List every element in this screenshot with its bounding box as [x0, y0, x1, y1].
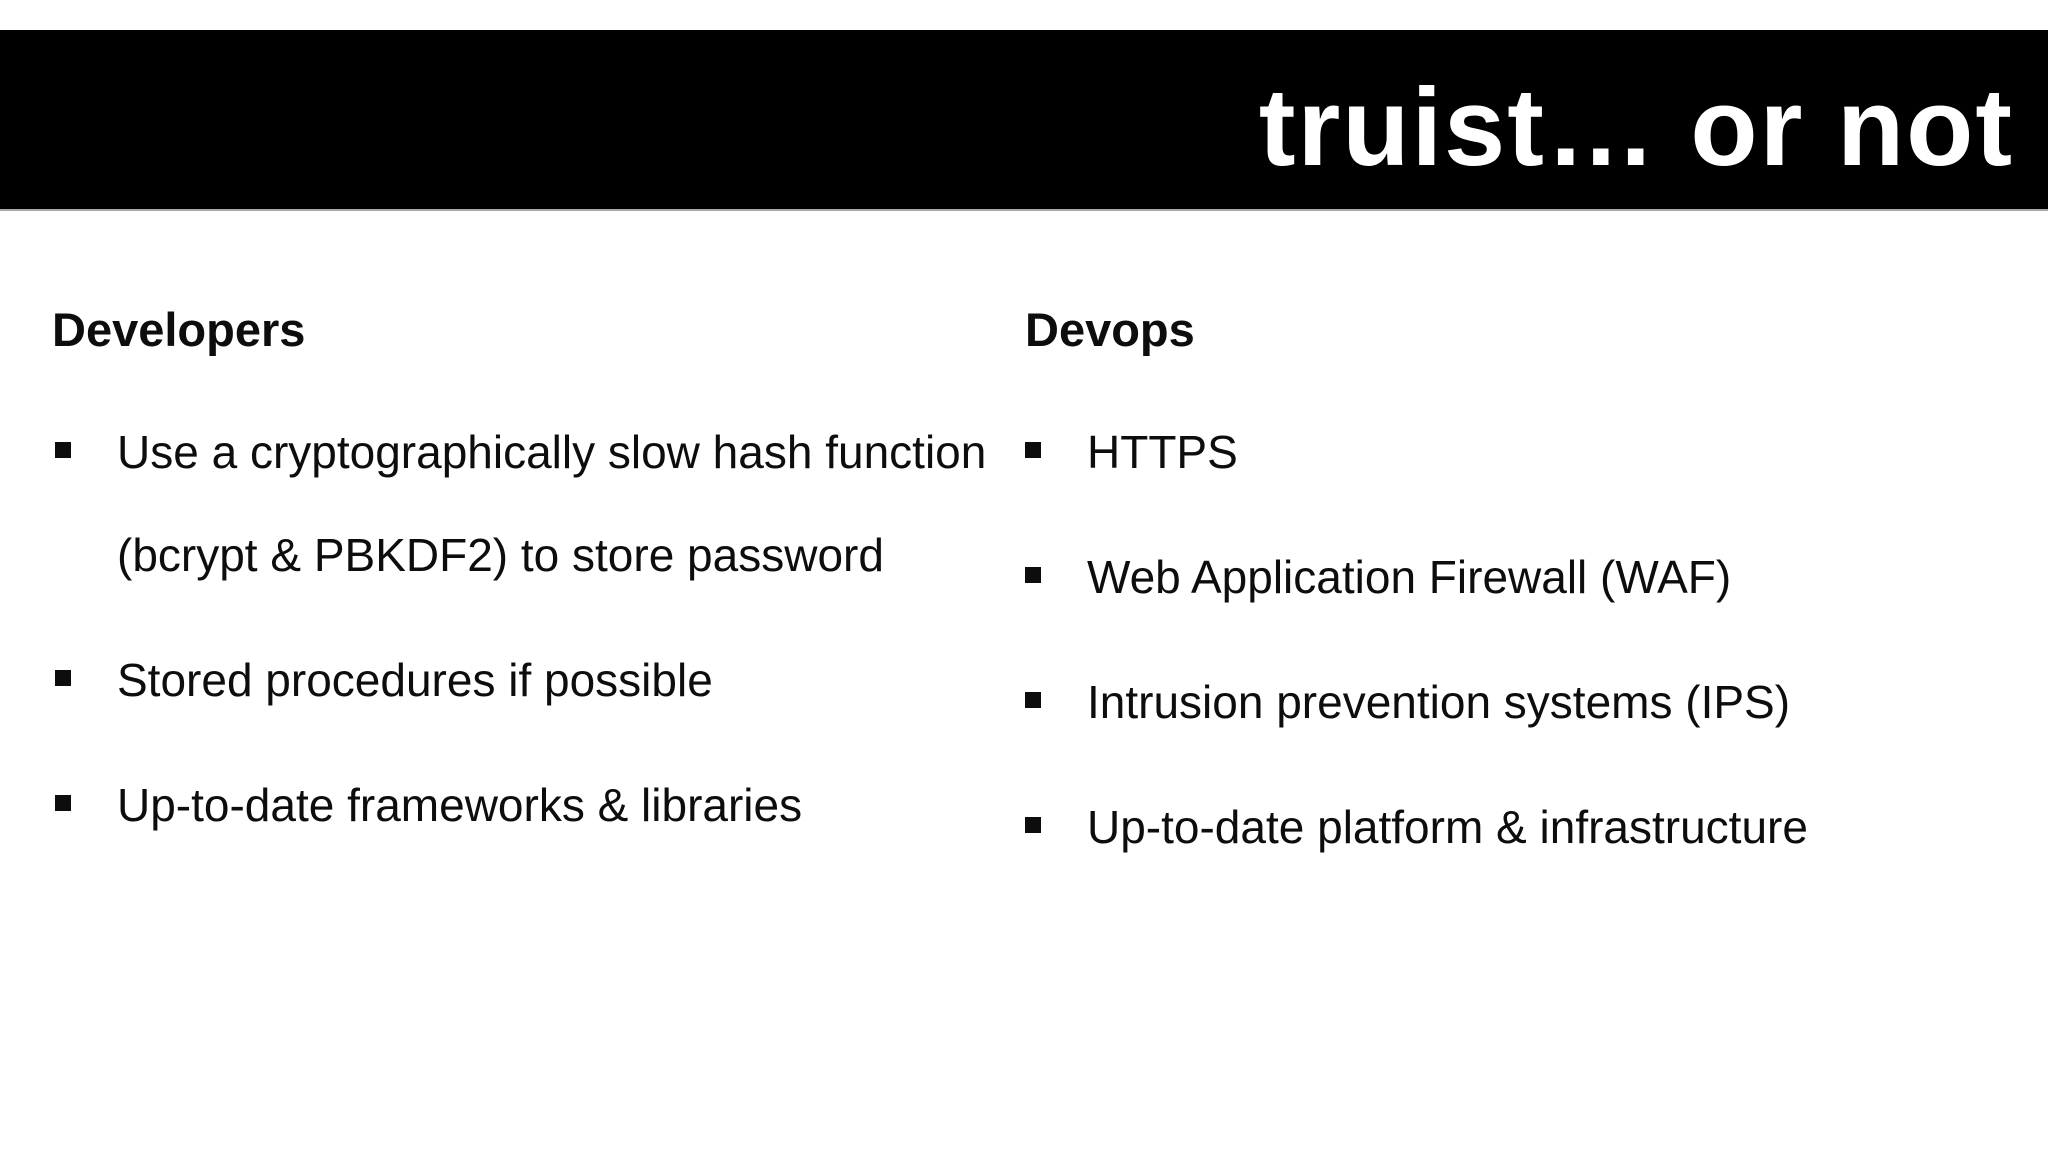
square-bullet-icon — [1025, 442, 1041, 458]
list-item: Stored procedures if possible — [55, 629, 986, 732]
list-item-text: Stored procedures if possible — [117, 629, 713, 732]
square-bullet-icon — [55, 670, 71, 686]
square-bullet-icon — [1025, 567, 1041, 583]
list-item: Up-to-date frameworks & libraries — [55, 754, 986, 857]
square-bullet-icon — [1025, 817, 1041, 833]
devops-column-heading: Devops — [1025, 303, 1195, 356]
list-item: HTTPS — [1025, 401, 1808, 504]
list-item-line: Stored procedures if possible — [117, 654, 713, 706]
list-item-line: Use a cryptographically slow hash functi… — [117, 426, 987, 478]
list-item: Intrusion prevention systems (IPS) — [1025, 651, 1808, 754]
list-item-line: (bcrypt & PBKDF2) to store password — [117, 529, 884, 581]
square-bullet-icon — [55, 795, 71, 811]
list-item-line: Intrusion prevention systems (IPS) — [1087, 676, 1791, 728]
devops-bullet-list: HTTPS Web Application Firewall (WAF) Int… — [1025, 401, 1808, 879]
list-item: Use a cryptographically slow hash functi… — [55, 401, 986, 607]
list-item-line: Up-to-date frameworks & libraries — [117, 779, 803, 831]
slide-title: truist… or not — [1258, 65, 2014, 189]
square-bullet-icon — [55, 442, 71, 458]
list-item-text: Up-to-date frameworks & libraries — [117, 754, 802, 857]
list-item-text: Up-to-date platform & infrastructure — [1087, 776, 1808, 879]
list-item-line: Web Application Firewall (WAF) — [1087, 551, 1732, 603]
list-item-text: Use a cryptographically slow hash functi… — [117, 401, 986, 607]
list-item-line: HTTPS — [1087, 426, 1238, 478]
list-item-text: Web Application Firewall (WAF) — [1087, 526, 1731, 629]
list-item: Up-to-date platform & infrastructure — [1025, 776, 1808, 879]
developers-bullet-list: Use a cryptographically slow hash functi… — [55, 401, 986, 857]
list-item-line: Up-to-date platform & infrastructure — [1087, 801, 1808, 853]
developers-column-heading: Developers — [52, 303, 306, 356]
square-bullet-icon — [1025, 692, 1041, 708]
list-item: Web Application Firewall (WAF) — [1025, 526, 1808, 629]
title-band: truist… or not — [0, 30, 2048, 211]
list-item-text: Intrusion prevention systems (IPS) — [1087, 651, 1790, 754]
list-item-text: HTTPS — [1087, 401, 1238, 504]
